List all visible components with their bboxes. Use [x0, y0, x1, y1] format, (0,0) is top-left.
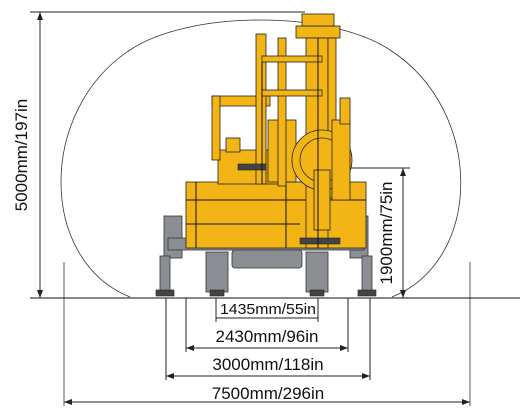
height-total-dimension: 5000mm/197in	[12, 11, 305, 298]
clearance-envelope	[60, 19, 461, 298]
outrigger-width-dimension: 2430mm/96in	[185, 298, 349, 352]
track-gauge-dimension: 1435mm/55in	[215, 298, 319, 322]
envelope-width-label: 7500mm/296in	[212, 384, 324, 403]
outrigger-width-label: 2430mm/96in	[215, 327, 318, 346]
body-width-dimension: 3000mm/118in	[165, 298, 371, 380]
height-total-label: 5000mm/197in	[12, 99, 31, 211]
track-gauge-label: 1435mm/55in	[220, 301, 316, 318]
height-platform-label: 1900mm/75in	[377, 181, 396, 284]
envelope-width-dimension: 7500mm/296in	[64, 384, 470, 405]
height-platform-dimension: 1900mm/75in	[345, 167, 410, 298]
drill-rig-illustration	[155, 13, 377, 297]
body-width-label: 3000mm/118in	[212, 355, 323, 374]
